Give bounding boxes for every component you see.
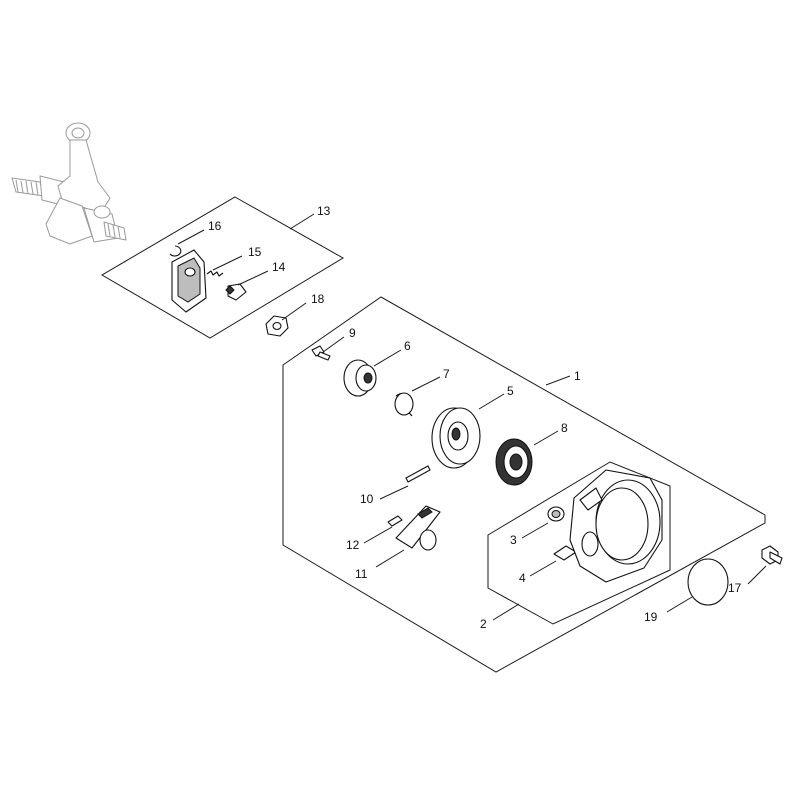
callout-numbers: 1 2 3 4 5 6 7 8 9 10 11 12 13 14 15 16 1… <box>208 204 742 631</box>
starter-case-subassembly-frame <box>487 461 671 625</box>
part-13-pulley-plate <box>171 249 207 313</box>
part-8-recoil-spring <box>495 438 533 486</box>
pawl-assembly-frame <box>101 196 344 339</box>
part-15-spring <box>206 270 224 277</box>
callout-16: 16 <box>208 219 222 233</box>
part-18-nut <box>265 315 289 337</box>
leader-lines <box>177 213 767 621</box>
part-10-pin <box>405 465 431 483</box>
part-11-handle <box>395 505 441 551</box>
callout-18: 18 <box>311 292 325 306</box>
callout-7: 7 <box>443 367 450 381</box>
callout-14: 14 <box>272 260 286 274</box>
callout-3: 3 <box>510 533 517 547</box>
callout-11: 11 <box>355 567 368 581</box>
starter-assembly-frame <box>282 296 766 673</box>
part-16-circlip <box>169 245 182 257</box>
part-19-label <box>687 558 729 606</box>
callout-9: 9 <box>349 326 356 340</box>
part-2-starter-case <box>569 469 663 583</box>
part-14-pawl <box>225 283 247 301</box>
part-5-reel <box>431 407 481 469</box>
callout-6: 6 <box>404 339 411 353</box>
part-3-bushing <box>547 506 565 522</box>
part-12-pin <box>387 515 403 527</box>
callout-19: 19 <box>644 610 658 624</box>
crankshaft-reference-drawing <box>11 122 127 245</box>
callout-1: 1 <box>574 369 581 383</box>
callout-13: 13 <box>317 204 331 218</box>
part-9-screw <box>311 345 331 361</box>
callout-12: 12 <box>346 538 360 552</box>
callout-15: 15 <box>248 245 262 259</box>
part-17-bolt <box>761 545 783 565</box>
part-6-ratchet <box>343 359 377 397</box>
callout-5: 5 <box>507 384 514 398</box>
callout-8: 8 <box>561 421 568 435</box>
callout-4: 4 <box>519 571 526 585</box>
callout-10: 10 <box>360 492 374 506</box>
part-7-spring <box>394 392 414 417</box>
callout-17: 17 <box>728 581 742 595</box>
callout-2: 2 <box>480 617 487 631</box>
